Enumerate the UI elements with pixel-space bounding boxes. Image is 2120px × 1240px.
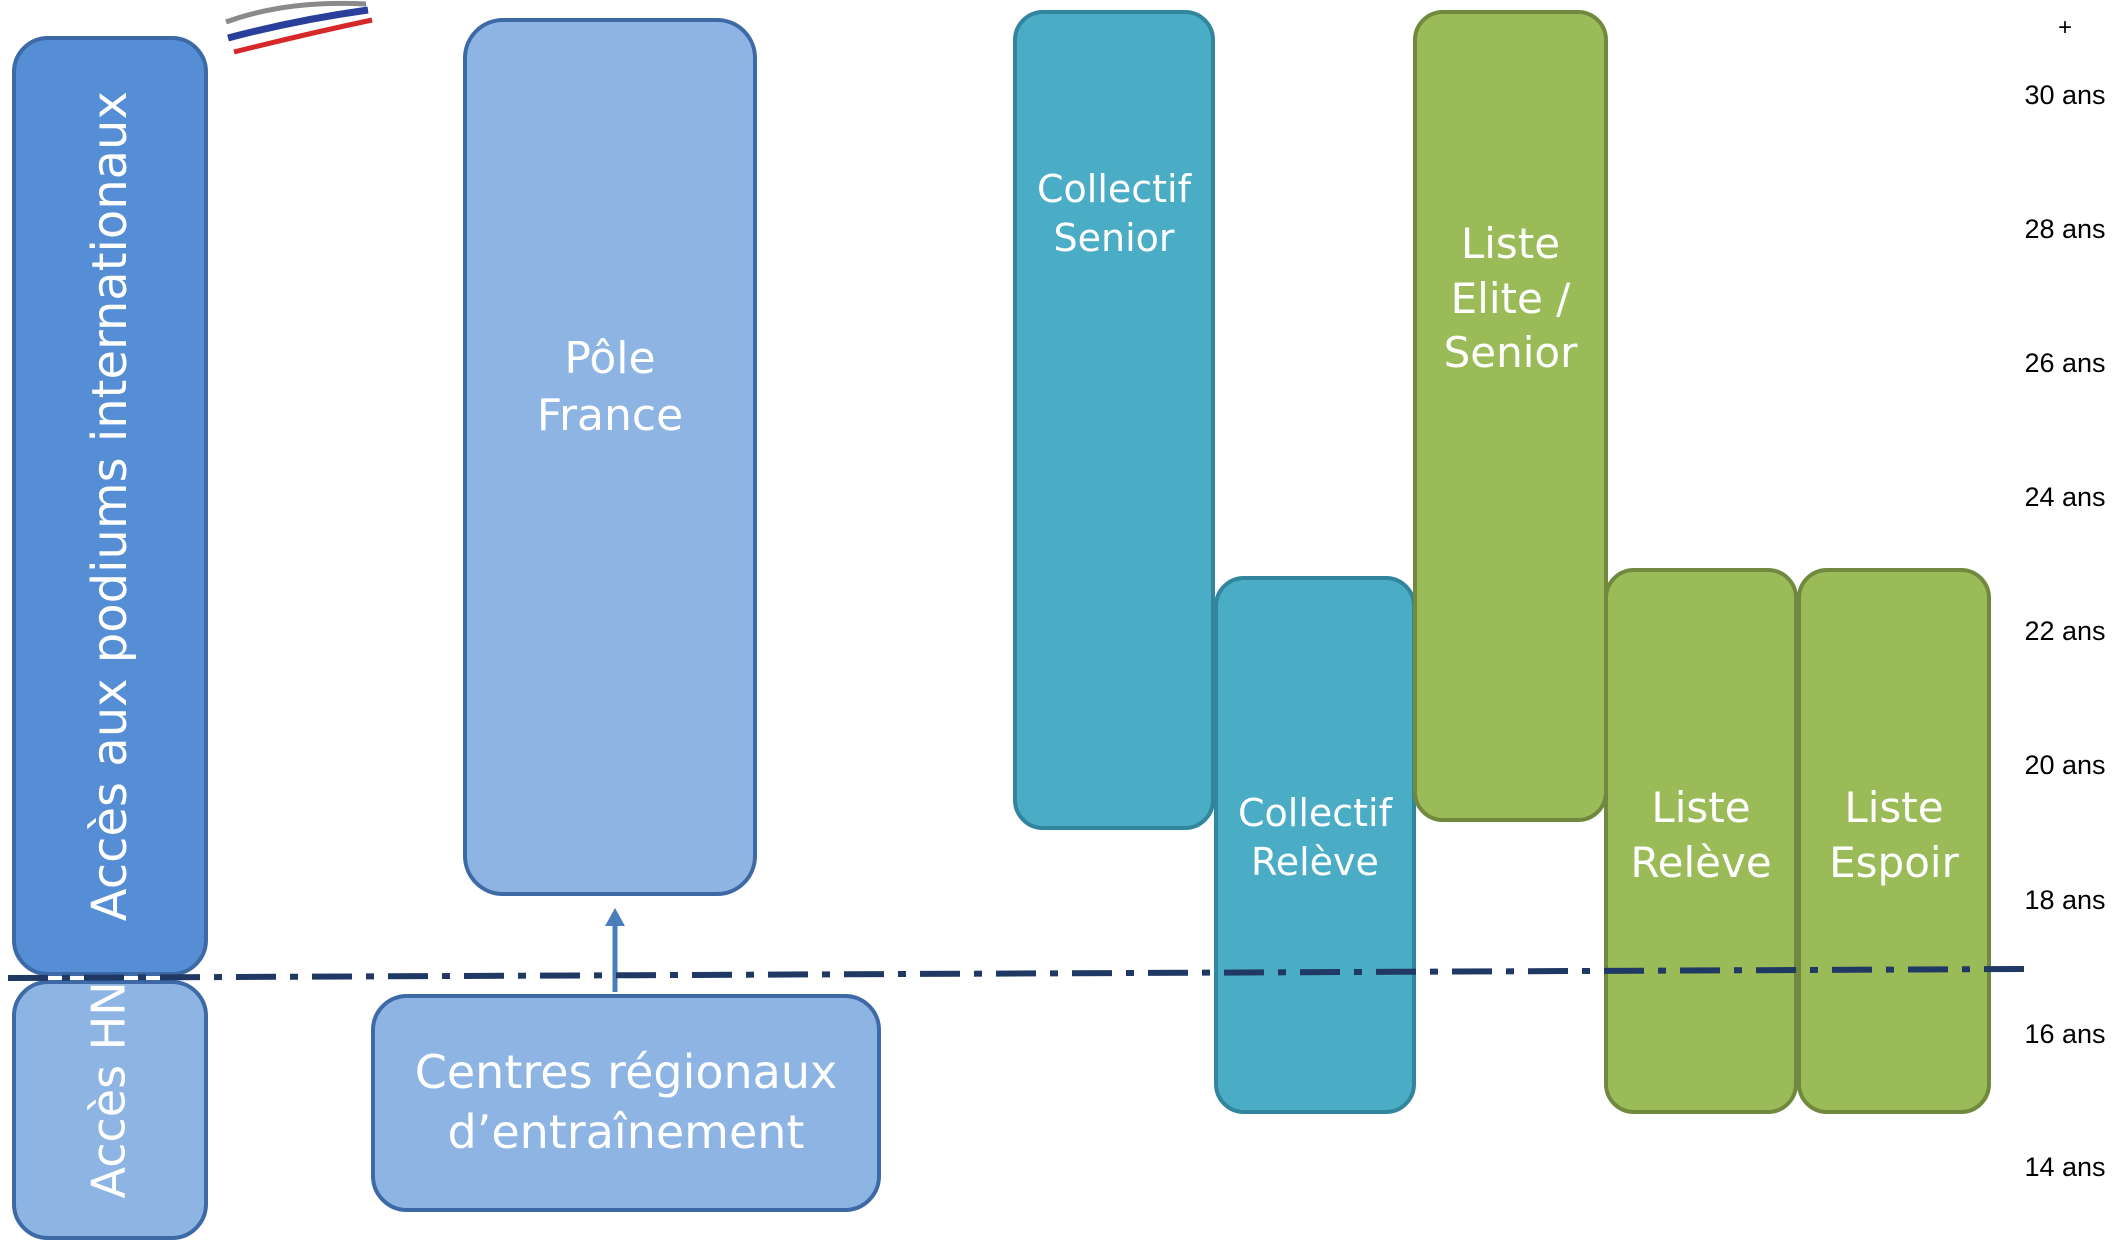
liste-espoir-label: Liste Espoir — [1829, 783, 1959, 887]
arrow-up — [605, 908, 625, 992]
collectif-releve-box: Collectif Relève — [1214, 576, 1416, 1114]
acces-podiums-label: Accès aux podiums internationaux — [81, 90, 138, 922]
acces-hn-label: Accès HN — [82, 981, 137, 1199]
acces-hn-box: Accès HN — [12, 980, 208, 1240]
centres-regionaux-label: Centres régionaux d’entraînement — [414, 1045, 838, 1159]
collectif-releve-label: Collectif Relève — [1237, 790, 1392, 884]
age-label-14: 14 ans — [2024, 1152, 2106, 1182]
liste-releve-box: Liste Relève — [1604, 568, 1798, 1114]
age-label-16: 16 ans — [2024, 1019, 2106, 1049]
age-label-22: 22 ans — [2024, 616, 2106, 646]
liste-releve-label: Liste Relève — [1630, 783, 1772, 887]
acces-podiums-box: Accès aux podiums internationaux — [12, 36, 208, 976]
liste-elite-box: Liste Elite / Senior — [1413, 10, 1608, 822]
pole-france-box: Pôle France — [463, 18, 757, 896]
centres-regionaux-box: Centres régionaux d’entraînement — [371, 994, 881, 1212]
age-label-18: 18 ans — [2024, 885, 2106, 915]
age-label-30: 30 ans — [2024, 80, 2106, 110]
pole-france-label: Pôle France — [536, 332, 684, 441]
collectif-senior-box: Collectif Senior — [1013, 10, 1215, 830]
logo — [225, 0, 373, 55]
collectif-senior-label: Collectif Senior — [1036, 166, 1191, 260]
age-label-26: 26 ans — [2024, 348, 2106, 378]
liste-elite-label: Liste Elite / Senior — [1443, 219, 1578, 378]
age-label-plus: + — [2057, 14, 2072, 41]
age-label-28: 28 ans — [2024, 214, 2106, 244]
age-label-24: 24 ans — [2024, 482, 2106, 512]
liste-espoir-box: Liste Espoir — [1797, 568, 1991, 1114]
age-label-20: 20 ans — [2024, 750, 2106, 780]
threshold-line — [7, 966, 2025, 981]
